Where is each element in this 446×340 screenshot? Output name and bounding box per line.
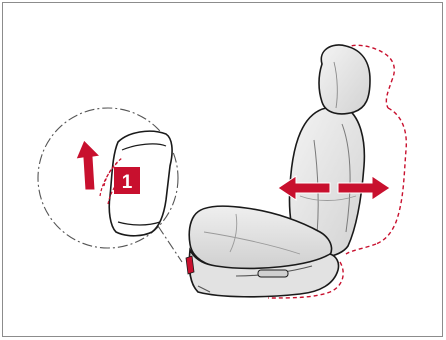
callout-number: 1 bbox=[122, 172, 133, 193]
lever-detail-inset bbox=[38, 108, 182, 262]
headrest-icon bbox=[319, 45, 370, 114]
callout-badge: 1 bbox=[114, 167, 140, 194]
seat-icon bbox=[186, 105, 364, 297]
